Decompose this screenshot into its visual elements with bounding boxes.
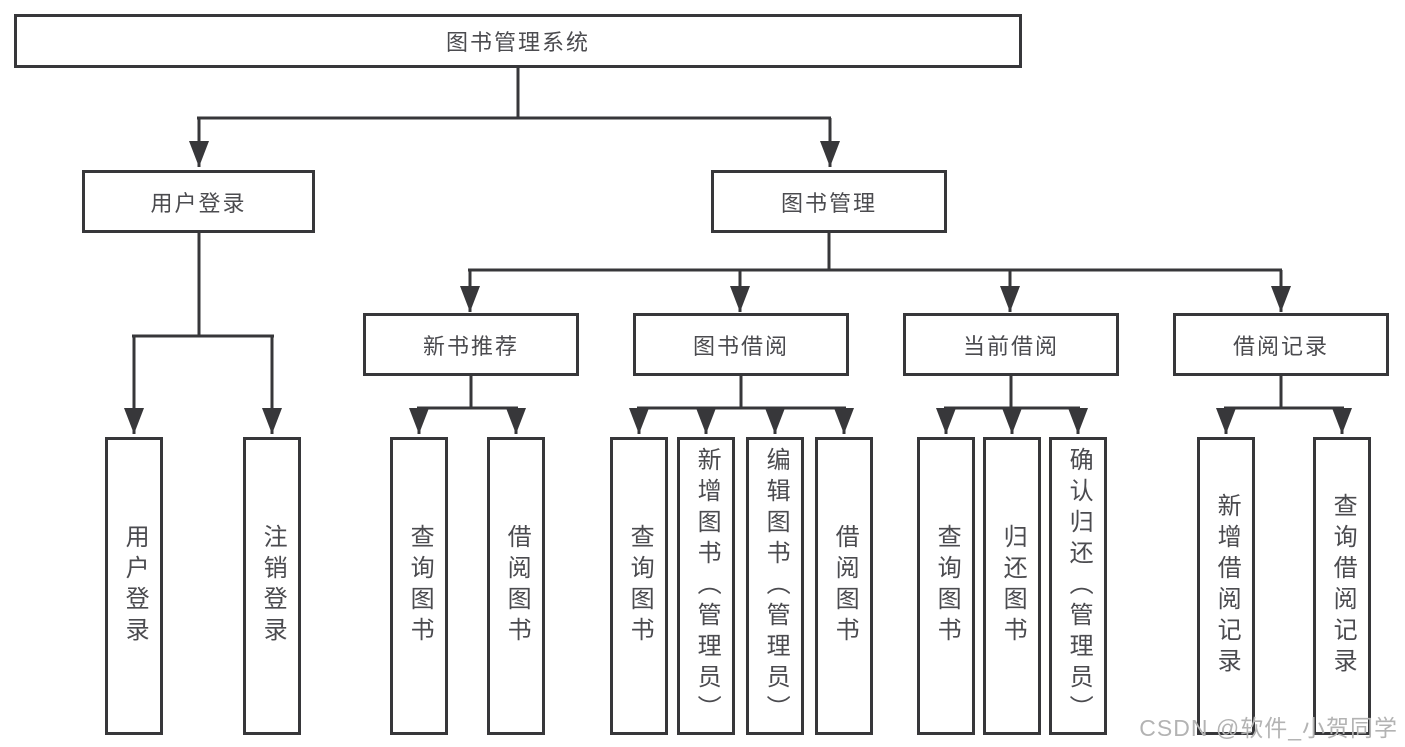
node-new-book-recommend-label: 新书推荐 bbox=[422, 333, 519, 359]
leaf-return-books: 归还图书 bbox=[983, 437, 1041, 735]
leaf-borrow-books-1: 借阅图书 bbox=[487, 437, 545, 735]
node-user-login-label: 用户登录 bbox=[150, 190, 247, 216]
node-current-borrowing: 当前借阅 bbox=[903, 313, 1119, 376]
leaf-add-borrow-record: 新增借阅记录 bbox=[1197, 437, 1255, 735]
node-book-borrowing-label: 图书借阅 bbox=[692, 333, 789, 359]
leaf-query-books-1: 查询图书 bbox=[390, 437, 448, 735]
leaf-confirm-return-admin: 确认归还（管理员） bbox=[1049, 437, 1107, 735]
leaf-borrow-books-1-label: 借阅图书 bbox=[503, 524, 531, 648]
leaf-logout: 注销登录 bbox=[243, 437, 301, 735]
leaf-confirm-return-admin-label: 确认归还（管理员） bbox=[1065, 446, 1093, 726]
leaf-query-borrow-record: 查询借阅记录 bbox=[1313, 437, 1371, 735]
node-borrowing-records: 借阅记录 bbox=[1173, 313, 1389, 376]
csdn-watermark: CSDN @软件_小贺同学 bbox=[1139, 715, 1398, 741]
leaf-borrow-books-2: 借阅图书 bbox=[815, 437, 873, 735]
leaf-add-borrow-record-label: 新增借阅记录 bbox=[1213, 493, 1241, 679]
leaf-query-books-2: 查询图书 bbox=[610, 437, 668, 735]
leaf-borrow-books-2-label: 借阅图书 bbox=[831, 524, 859, 648]
node-book-management: 图书管理 bbox=[711, 170, 947, 233]
leaf-edit-books-admin-label: 编辑图书（管理员） bbox=[762, 446, 790, 726]
leaf-query-books-1-label: 查询图书 bbox=[406, 524, 434, 648]
leaf-edit-books-admin: 编辑图书（管理员） bbox=[746, 437, 804, 735]
leaf-add-books-admin: 新增图书（管理员） bbox=[677, 437, 735, 735]
node-new-book-recommend: 新书推荐 bbox=[363, 313, 579, 376]
leaf-user-login-label: 用户登录 bbox=[121, 524, 149, 648]
leaf-query-books-3: 查询图书 bbox=[917, 437, 975, 735]
leaf-return-books-label: 归还图书 bbox=[999, 524, 1027, 648]
node-user-login: 用户登录 bbox=[82, 170, 315, 233]
node-root: 图书管理系统 bbox=[14, 14, 1022, 68]
leaf-query-books-2-label: 查询图书 bbox=[626, 524, 654, 648]
node-borrowing-records-label: 借阅记录 bbox=[1232, 333, 1329, 359]
leaf-query-borrow-record-label: 查询借阅记录 bbox=[1329, 493, 1357, 679]
leaf-add-books-admin-label: 新增图书（管理员） bbox=[693, 446, 721, 726]
node-book-borrowing: 图书借阅 bbox=[633, 313, 849, 376]
node-current-borrowing-label: 当前借阅 bbox=[962, 333, 1059, 359]
leaf-user-login: 用户登录 bbox=[105, 437, 163, 735]
node-root-label: 图书管理系统 bbox=[445, 30, 590, 55]
leaf-query-books-3-label: 查询图书 bbox=[933, 524, 961, 648]
leaf-logout-label: 注销登录 bbox=[259, 524, 287, 648]
node-book-management-label: 图书管理 bbox=[780, 190, 877, 216]
